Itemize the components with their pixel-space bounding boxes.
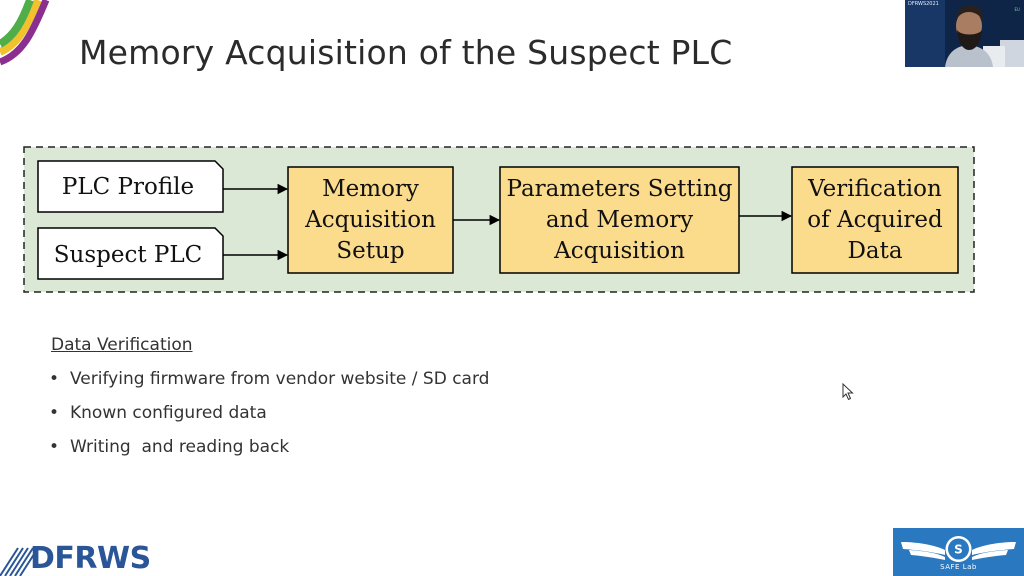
input-box-suspect-plc: [37, 227, 224, 280]
mouse-cursor-icon: [842, 383, 854, 401]
input-label-plc-profile: PLC Profile: [61, 173, 195, 200]
presenter-avatar: [905, 0, 1024, 67]
section-heading: Data Verification: [51, 335, 193, 355]
webcam-video[interactable]: DFRWS2021 EU: [905, 0, 1024, 67]
bullet-item: Verifying firmware from vendor website /…: [49, 367, 489, 401]
input-box-plc-profile: [37, 160, 224, 213]
bullet-item: Known configured data: [49, 401, 489, 435]
dfrws-logo-icon: [0, 547, 39, 576]
step-label-acquisition: Parameters Setting and Memory Acquisitio…: [506, 175, 733, 264]
safe-lab-letter: S: [954, 543, 963, 557]
webcam-banner-sub: EU: [1014, 7, 1020, 12]
slide-title: Memory Acquisition of the Suspect PLC: [79, 33, 733, 72]
input-label-suspect-plc: Suspect PLC: [53, 241, 203, 268]
bullet-list: Verifying firmware from vendor website /…: [49, 367, 489, 469]
step-label-verification: Verification of Acquired Data: [807, 175, 943, 264]
bullet-item: Writing and reading back: [49, 435, 489, 469]
step-box-acquisition: [499, 166, 740, 274]
safe-lab-text: SAFE Lab: [940, 563, 977, 571]
wings-icon: S: [901, 536, 1016, 562]
step-label-setup: Memory Acquisition Setup: [305, 175, 436, 264]
diagram-shapes: [23, 146, 975, 293]
safe-lab-logo: S SAFE Lab: [893, 528, 1024, 576]
webcam-banner: DFRWS2021: [908, 1, 939, 7]
step-box-setup: [287, 166, 454, 274]
dfrws-logo-text: DFRWS: [30, 541, 151, 576]
process-diagram: PLC Profile Suspect PLC Memory Acquisiti…: [23, 146, 975, 293]
corner-stripes-decoration: [0, 0, 50, 66]
